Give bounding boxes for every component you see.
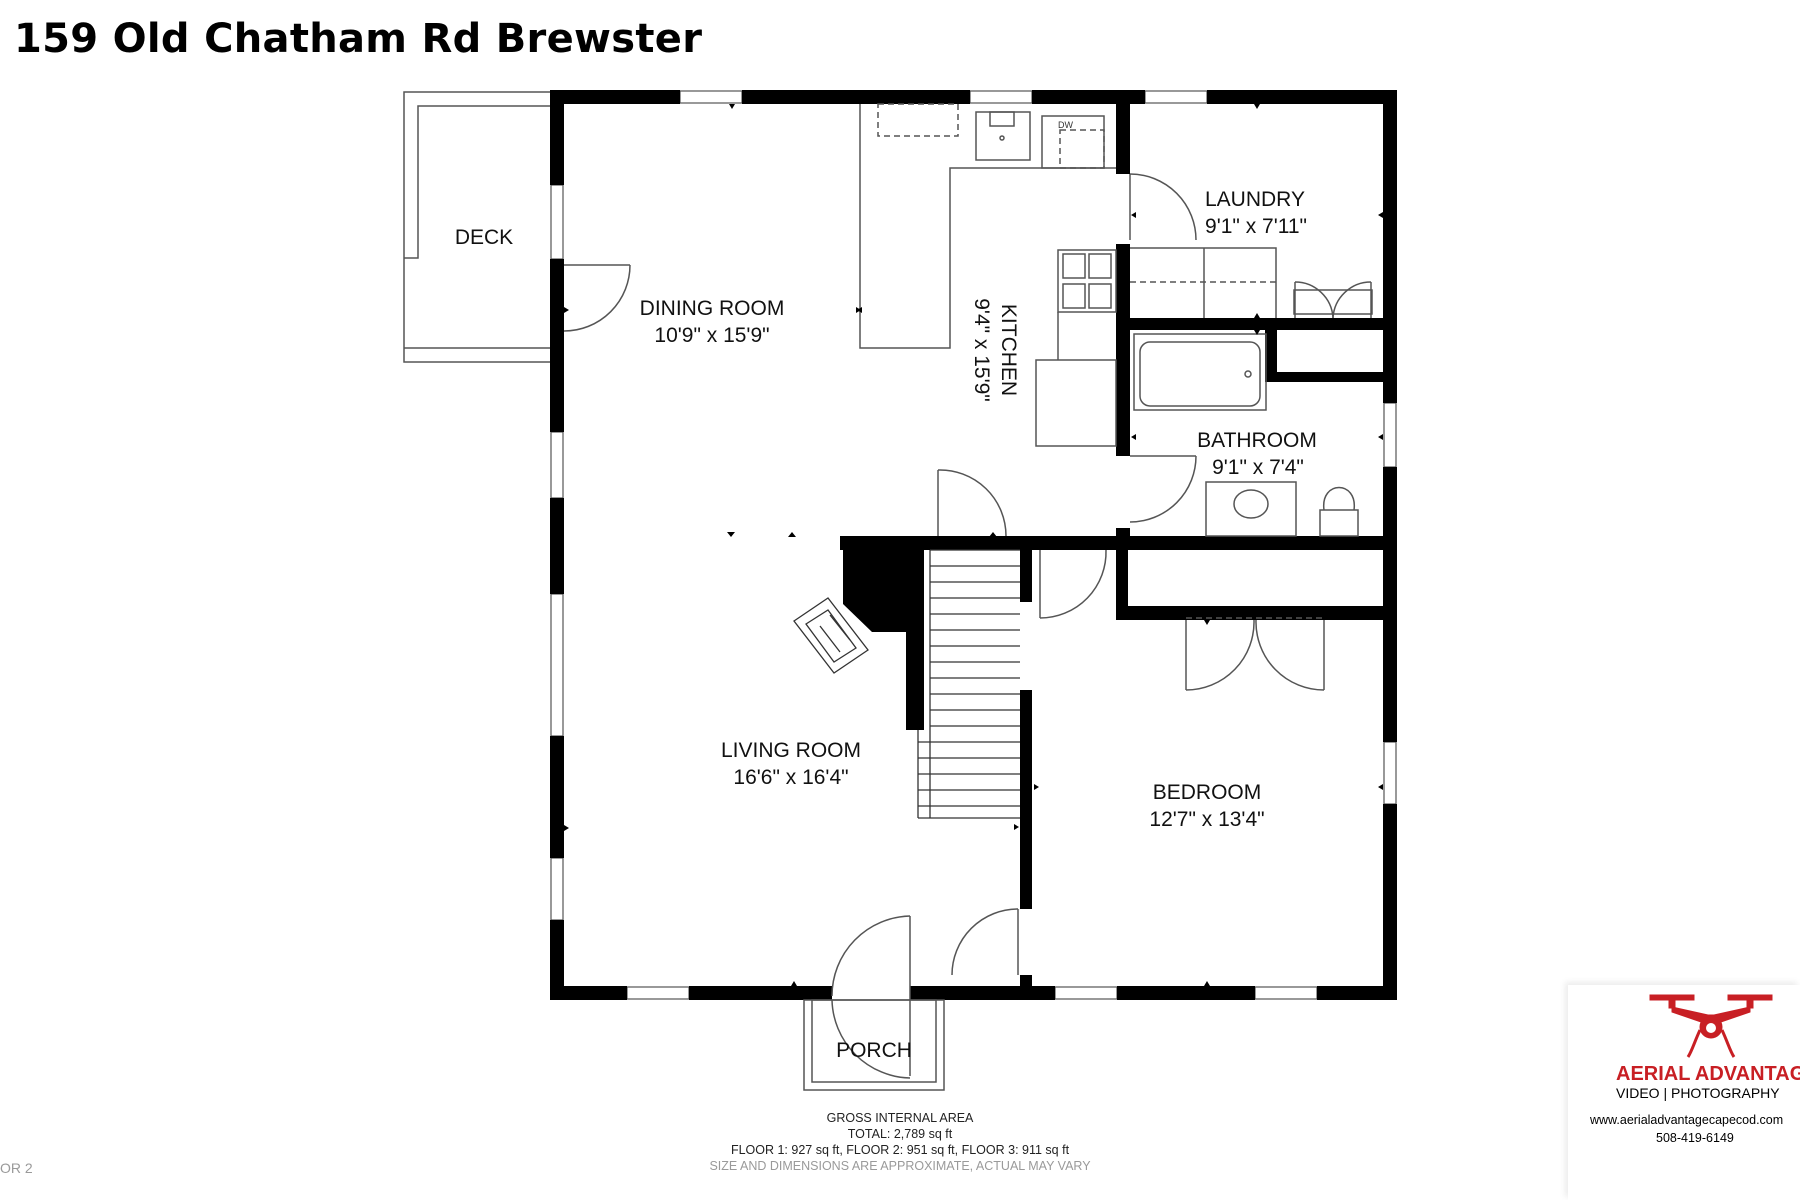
laundry-label: LAUNDRY	[1205, 188, 1305, 211]
dimension-markers	[564, 104, 1383, 986]
dining-room-label: DINING ROOM	[640, 297, 785, 320]
living-room-size: 16'6" x 16'4"	[733, 766, 848, 789]
area-summary: GROSS INTERNAL AREA TOTAL: 2,789 sq ft F…	[600, 1110, 1200, 1174]
dishwasher-label: DW	[1058, 120, 1073, 130]
bathroom-fixtures	[1133, 333, 1359, 537]
area-heading: GROSS INTERNAL AREA	[826, 1111, 974, 1125]
windows	[550, 90, 1397, 1000]
kitchen-label: KITCHEN	[997, 304, 1020, 396]
porch	[803, 999, 945, 1091]
area-floors: FLOOR 1: 927 sq ft, FLOOR 2: 951 sq ft, …	[730, 1143, 1070, 1157]
laundry-fixtures	[1130, 247, 1373, 318]
page-title: 159 Old Chatham Rd Brewster	[14, 16, 703, 62]
room-labels: DECK DINING ROOM 10'9" x 15'9" LAUNDRY 9…	[455, 188, 1317, 1062]
logo-tagline: VIDEO | PHOTOGRAPHY	[1616, 1085, 1780, 1101]
area-total: TOTAL: 2,789 sq ft	[847, 1127, 953, 1141]
area-disclaimer: SIZE AND DIMENSIONS ARE APPROXIMATE, ACT…	[709, 1159, 1091, 1173]
bedroom-label: BEDROOM	[1153, 781, 1262, 804]
stairs	[917, 549, 1020, 819]
porch-label: PORCH	[836, 1039, 912, 1062]
drone-icon	[1649, 994, 1773, 1058]
logo-phone: 508-419-6149	[1656, 1131, 1734, 1145]
bathroom-label: BATHROOM	[1197, 429, 1317, 452]
logo-brand: AERIAL ADVANTAGE	[1616, 1063, 1800, 1085]
logo: AERIAL ADVANTAGE VIDEO | PHOTOGRAPHY www…	[1568, 985, 1800, 1200]
kitchen-size: 9'4" x 15'9"	[970, 298, 993, 402]
living-room-label: LIVING ROOM	[721, 739, 861, 762]
logo-url: www.aerialadvantagecapecod.com	[1590, 1113, 1784, 1127]
walls	[550, 90, 1397, 1000]
floor-label: OR 2	[0, 1160, 33, 1176]
dining-room-size: 10'9" x 15'9"	[654, 324, 769, 347]
bathroom-size: 9'1" x 7'4"	[1212, 456, 1304, 479]
bedroom-size: 12'7" x 13'4"	[1149, 808, 1264, 831]
kitchen-fixtures	[859, 103, 1117, 447]
fireplace	[793, 597, 869, 674]
doors	[563, 173, 1372, 1079]
deck-label: DECK	[455, 226, 513, 249]
laundry-size: 9'1" x 7'11"	[1205, 215, 1307, 238]
